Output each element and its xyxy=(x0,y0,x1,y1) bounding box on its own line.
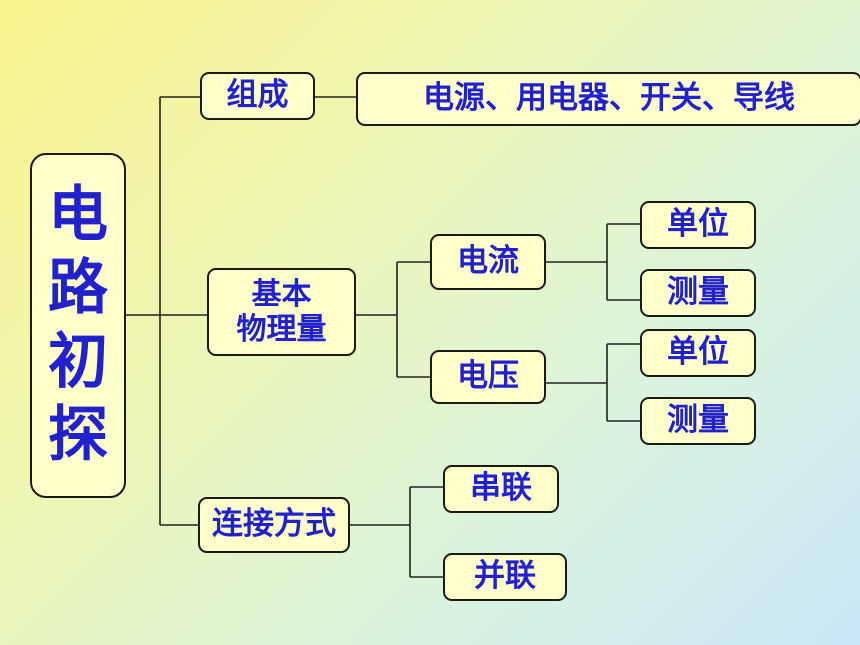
parallel-node: 并联 xyxy=(443,553,567,601)
current-unit-node: 单位 xyxy=(640,201,756,249)
current-measure-node: 测量 xyxy=(640,269,756,317)
voltage-measure-node: 测量 xyxy=(640,397,756,445)
root-char: 路 xyxy=(48,253,108,324)
connection-node: 连接方式 xyxy=(198,497,350,553)
composition-node: 组成 xyxy=(200,72,315,120)
components-node: 电源、用电器、开关、导线 xyxy=(356,72,860,126)
quantities-node: 基本 物理量 xyxy=(207,268,356,356)
root-char: 探 xyxy=(48,399,108,470)
current-node: 电流 xyxy=(430,234,546,290)
root-node: 电 路 初 探 xyxy=(30,153,126,498)
root-char: 初 xyxy=(48,326,108,397)
quantities-label-line2: 物理量 xyxy=(236,312,327,347)
voltage-node: 电压 xyxy=(430,350,546,404)
quantities-label-line1: 基本 xyxy=(251,276,312,312)
root-char: 电 xyxy=(48,180,108,251)
series-node: 串联 xyxy=(443,465,559,513)
voltage-unit-node: 单位 xyxy=(640,329,756,377)
